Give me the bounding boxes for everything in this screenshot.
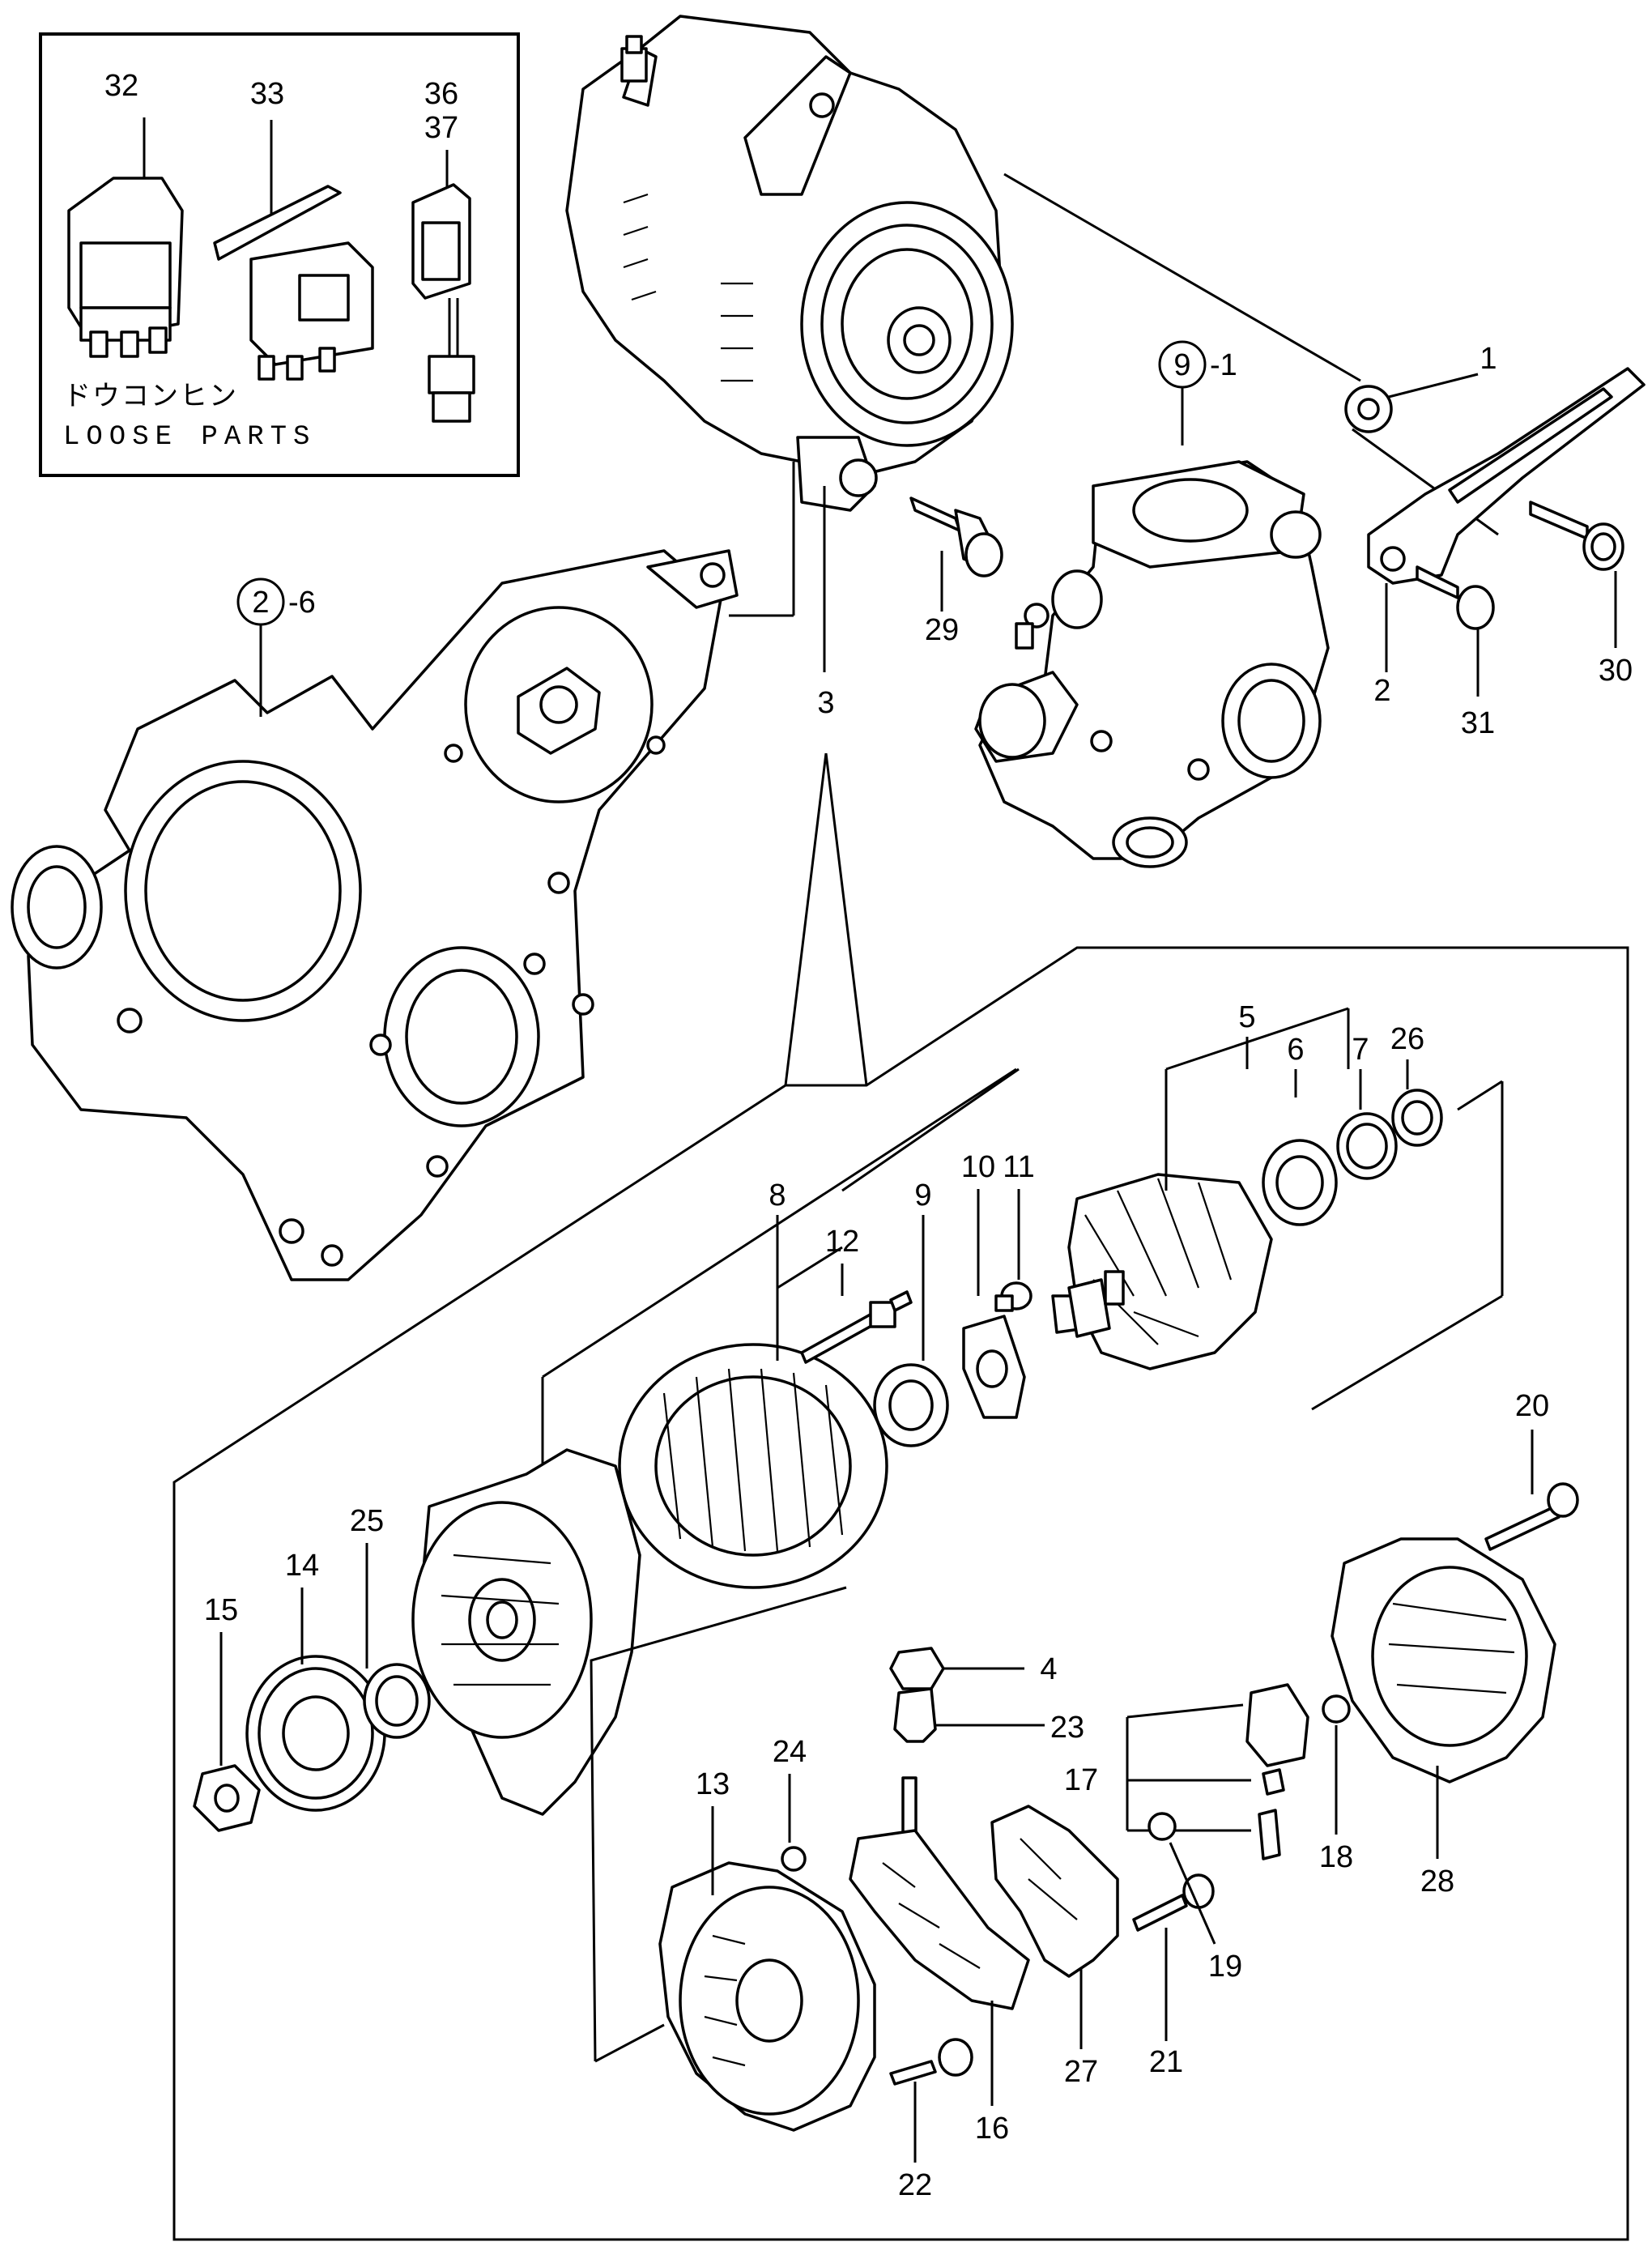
callout-27: 27: [1064, 2055, 1098, 2089]
callout-14: 14: [285, 1549, 319, 1583]
callout-13: 13: [696, 1767, 730, 1801]
ref-2-6: 2 -6: [236, 577, 316, 717]
label-36: 36: [424, 77, 458, 111]
plate-10: [962, 1315, 1026, 1419]
sensor-36-37-drawing: [411, 183, 475, 423]
callout-17: 17: [1064, 1763, 1098, 1797]
callout-15: 15: [204, 1593, 238, 1627]
nut-24: [781, 1846, 807, 1872]
drive-end-frame: [411, 1448, 641, 1816]
label-33: 33: [250, 77, 284, 111]
screw-19: [1147, 1812, 1177, 1841]
loose-parts-title-jp: ドウコンヒン: [63, 380, 238, 412]
loose-parts-box: 32 33 36 37: [39, 32, 520, 477]
callout-4: 4: [1040, 1652, 1057, 1686]
callout-7: 7: [1352, 1033, 1369, 1067]
label-32: 32: [104, 69, 138, 103]
callout-8: 8: [769, 1178, 786, 1212]
callout-31: 31: [1461, 706, 1495, 740]
bolt-29: [909, 497, 1003, 577]
callout-23: 23: [1050, 1711, 1084, 1745]
nut-15: [193, 1764, 261, 1832]
callout-18: 18: [1319, 1840, 1353, 1874]
callout-25: 25: [350, 1504, 384, 1538]
callout-26: 26: [1390, 1022, 1424, 1056]
callout-9: 9: [914, 1178, 931, 1212]
callout-6a: 6: [1287, 1033, 1304, 1067]
relay-32-drawing: [67, 177, 184, 358]
bolt-20: [1484, 1482, 1579, 1551]
callout-20: 20: [1515, 1389, 1549, 1423]
pulley-14: [245, 1655, 386, 1812]
callout-29: 29: [925, 613, 959, 647]
water-pump-drawing: [974, 460, 1330, 868]
callout-10: 10: [961, 1150, 995, 1184]
callout-22: 22: [898, 2168, 932, 2202]
bracket-2: [1367, 367, 1646, 585]
rear-cover-28: [1331, 1537, 1556, 1784]
collar-25: [363, 1663, 431, 1739]
loose-parts-title-en: LOOSE PARTS: [63, 422, 316, 453]
callout-11: 11: [1003, 1150, 1034, 1184]
ref-9-1-circle: 9: [1173, 348, 1190, 382]
screw-18: [1322, 1694, 1351, 1724]
callout-12: 12: [825, 1225, 859, 1259]
label-37: 37: [424, 111, 458, 145]
bolt-22: [889, 2038, 973, 2086]
nut-4: [889, 1647, 945, 1690]
bolt-21: [1132, 1873, 1215, 1932]
rectifier-16: [849, 1776, 1030, 2010]
spacer-1: [1344, 385, 1393, 433]
ref-9-1-suffix: -1: [1210, 348, 1237, 382]
ring-7: [1336, 1112, 1398, 1180]
callout-21: 21: [1149, 2045, 1183, 2079]
gear-case-drawing: [11, 549, 739, 1281]
screw-11: [994, 1281, 1032, 1312]
ring-26: [1391, 1089, 1443, 1147]
ref-2-6-circle: 2: [252, 586, 269, 620]
insulator-23: [893, 1687, 937, 1743]
stator-8: [618, 1343, 888, 1589]
callout-24: 24: [773, 1735, 807, 1769]
callout-1: 1: [1480, 342, 1497, 376]
callout-16: 16: [975, 2112, 1009, 2146]
alternator-assembly-drawing: [565, 15, 1014, 512]
bolt-31: [1416, 565, 1495, 630]
callout-3: 3: [817, 686, 834, 720]
brush-holder-17: [1245, 1683, 1309, 1860]
rear-assembly-frame: [590, 1586, 847, 2062]
callout-28: 28: [1420, 1865, 1454, 1899]
rear-frame-13: [658, 1861, 876, 2132]
callout-19: 19: [1208, 1950, 1242, 1984]
relay-33-drawing: [213, 185, 374, 381]
callout-5: 5: [1238, 1000, 1255, 1034]
callout-30: 30: [1599, 654, 1633, 688]
regulator-27: [990, 1805, 1119, 1978]
ref-9-1: 9 -1: [1158, 340, 1237, 445]
ref-2-6-suffix: -6: [288, 586, 316, 620]
bearing-9: [873, 1363, 949, 1447]
exploded-frame: [172, 946, 1629, 2241]
rotor-5: [1051, 1173, 1273, 1370]
bearing-6: [1262, 1139, 1338, 1226]
bolt-30: [1529, 501, 1624, 571]
callout-2: 2: [1373, 674, 1390, 708]
stud-12: [800, 1290, 913, 1364]
